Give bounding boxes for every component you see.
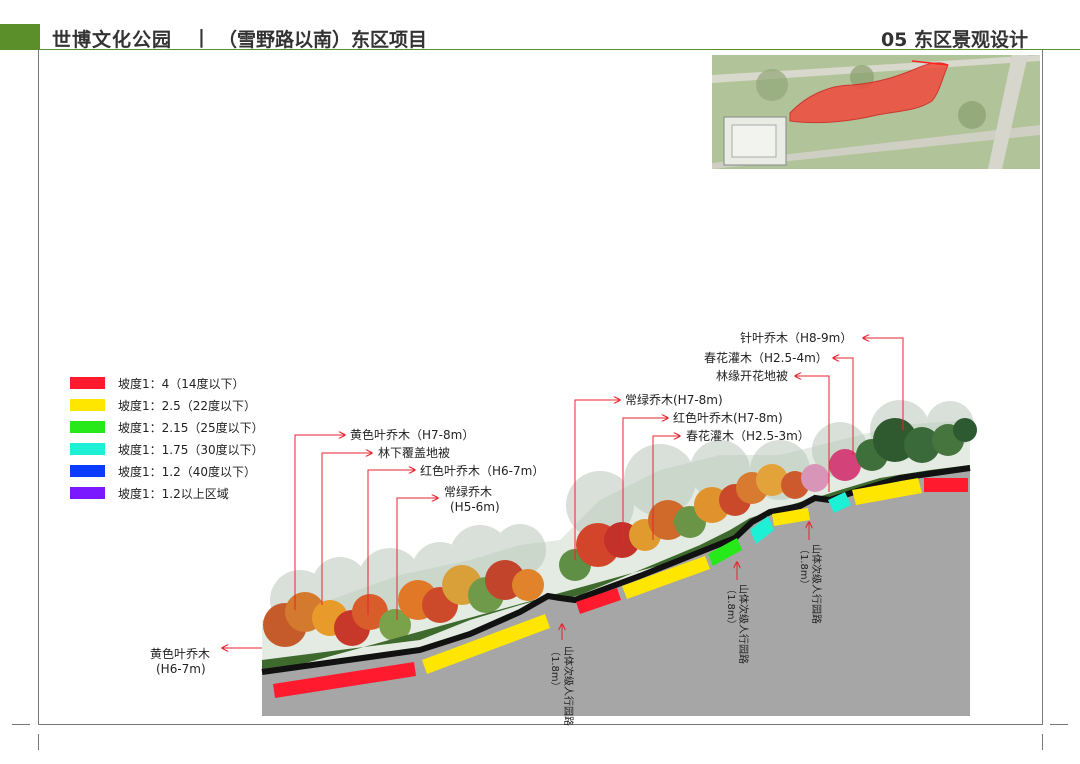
label-yellow-tree-left: 黄色叶乔木 [150, 647, 210, 661]
label-yellow-tree-left-height: (H6-7m) [156, 662, 206, 676]
label-path-3: 山体次级人行园路 [810, 544, 823, 624]
legend-swatch [70, 377, 105, 389]
label-evergreen-high: 常绿乔木(H7-8m) [625, 392, 723, 407]
label-spring-shrub-low: 春花灌木（H2.5-3m） [686, 428, 810, 443]
legend-label: 坡度1：1.2（40度以下） [118, 465, 256, 479]
label-path-2-width: （1.8m） [725, 584, 737, 630]
legend-label: 坡度1：2.5（22度以下） [118, 399, 256, 413]
legend-label: 坡度1：1.75（30度以下） [118, 443, 264, 457]
label-path-3-width: （1.8m） [798, 544, 810, 590]
legend-label: 坡度1：1.2以上区域 [118, 487, 229, 501]
crop-mark [1042, 734, 1043, 750]
label-conifer: 针叶乔木（H8-9m） [740, 330, 852, 345]
project-title: 世博文化公园 [52, 29, 173, 51]
label-evergreen-height: (H5-6m) [450, 500, 500, 514]
frame-bottom [38, 724, 1043, 725]
crop-mark [12, 724, 30, 725]
header-accent-bar [0, 24, 40, 50]
site-key-map [712, 55, 1040, 169]
label-evergreen: 常绿乔木 [444, 484, 492, 499]
leader-lines [222, 338, 904, 648]
legend-label: 坡度1：4（14度以下） [118, 377, 245, 391]
legend-swatch [70, 487, 105, 499]
legend-label: 坡度1：2.15（25度以下） [118, 421, 264, 435]
section-title: 05 东区景观设计 [880, 29, 1028, 51]
label-ground-cover: 林下覆盖地被 [378, 446, 450, 460]
header-rule [0, 49, 1080, 50]
label-path-1: 山体次级人行园路 [562, 646, 575, 726]
label-red-tree-low: 红色叶乔木（H6-7m） [420, 463, 544, 478]
label-spring-shrub-high: 春花灌木（H2.5-4m） [704, 350, 828, 365]
legend-swatch [70, 443, 105, 455]
header-separator: | [198, 26, 205, 48]
frame-right [1042, 50, 1043, 724]
crop-mark [38, 734, 39, 750]
project-subtitle: （雪野路以南）东区项目 [218, 29, 428, 51]
legend-swatch [70, 465, 105, 477]
label-path-2: 山体次级人行园路 [737, 584, 750, 664]
label-path-1-width: （1.8m） [549, 646, 561, 692]
label-edge-flower: 林缘开花地被 [716, 368, 788, 383]
slope-bands [273, 478, 968, 698]
legend-swatch [70, 421, 105, 433]
crop-mark [1050, 724, 1068, 725]
legend-swatch [70, 399, 105, 411]
frame-left [38, 50, 39, 724]
label-red-tree-high: 红色叶乔木(H7-8m) [673, 410, 783, 425]
label-yellow-tree: 黄色叶乔木（H7-8m） [350, 428, 474, 442]
